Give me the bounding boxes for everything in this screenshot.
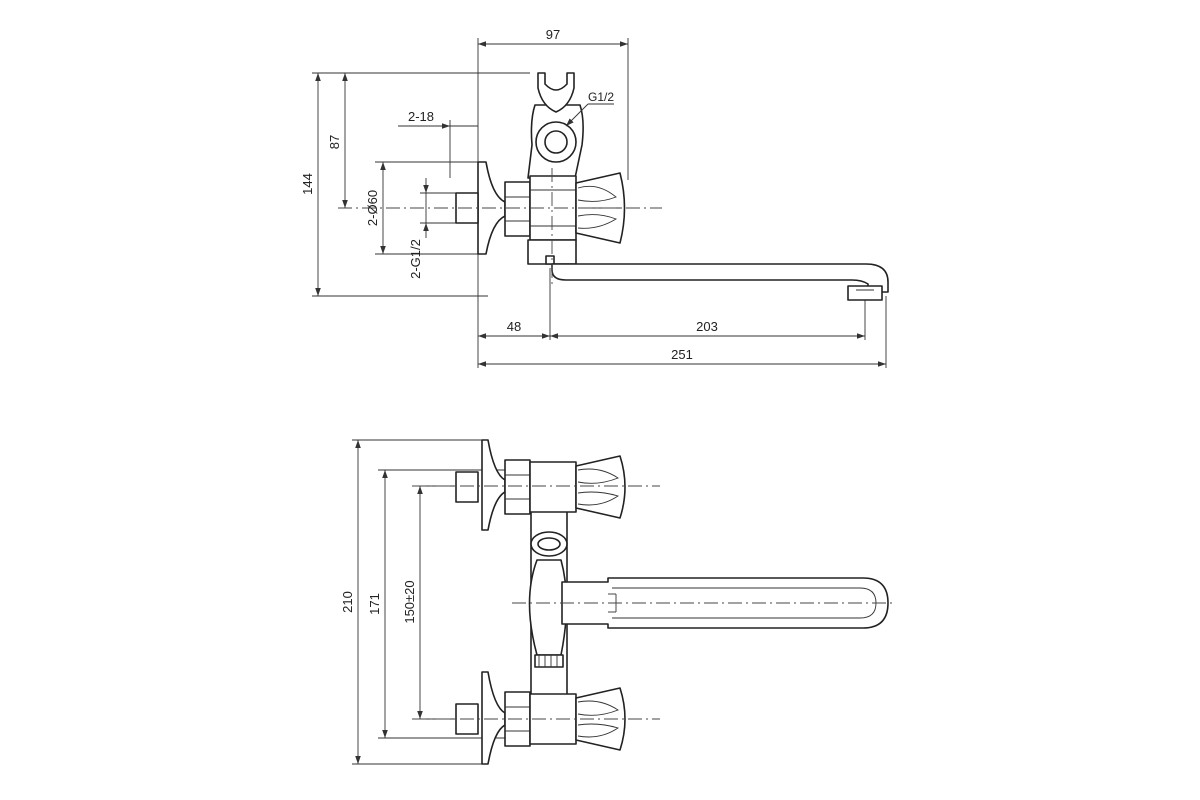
g12-leader [565, 103, 614, 127]
outlet-sleeve [534, 654, 564, 668]
shower-holder-bracket [537, 72, 575, 113]
label-48: 48 [507, 319, 521, 334]
label-2-dia60: 2-Ø60 [365, 190, 380, 226]
label-97: 97 [546, 27, 560, 42]
hex-nut-upper [504, 459, 531, 515]
label-g12: G1/2 [588, 90, 614, 104]
label-2-18: 2-18 [408, 109, 434, 124]
lower-valve [412, 671, 660, 765]
label-150: 150±20 [402, 580, 417, 623]
valve-body-upper [529, 461, 577, 513]
shower-outlet-hole [544, 130, 568, 154]
top-extension-lines [312, 38, 887, 368]
inlet-pipe-upper [455, 471, 479, 503]
label-144: 144 [300, 173, 315, 195]
label-251: 251 [671, 347, 693, 362]
spout-top [551, 263, 889, 293]
dim-2-18 [398, 120, 451, 178]
wall-flange-upper [481, 439, 506, 531]
front-view: 210 171 150±20 [340, 439, 894, 765]
label-171: 171 [367, 593, 382, 615]
label-87: 87 [327, 135, 342, 149]
label-210: 210 [340, 591, 355, 613]
top-view: G1/2 97 [300, 27, 889, 368]
label-203: 203 [696, 319, 718, 334]
spout-front [561, 577, 889, 629]
handle-lower [575, 687, 626, 751]
label-2-g12: 2-G1/2 [408, 239, 423, 279]
wall-flange-lower [481, 671, 506, 765]
mixer-body-front [528, 559, 568, 656]
hex-nut-top [504, 181, 531, 237]
aerator-top [847, 285, 883, 301]
upper-valve [412, 439, 660, 531]
handle-upper [575, 455, 626, 519]
